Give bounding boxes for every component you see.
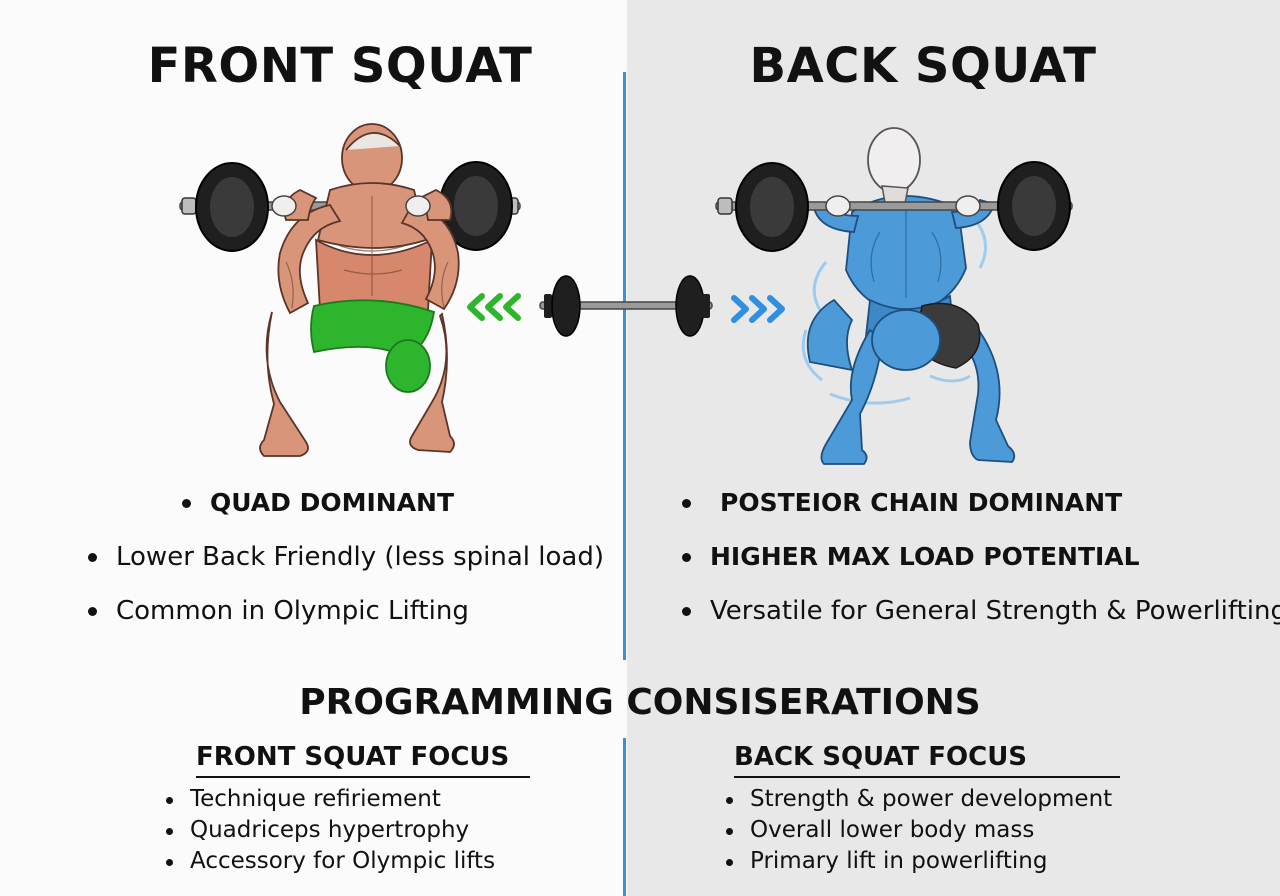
- chevron-right-blue-icon: [731, 295, 785, 323]
- back-bullet-posterior-chain: POSTEIOR CHAIN DOMINANT: [680, 488, 1122, 518]
- back-squat-title: BACK SQUAT: [749, 38, 1097, 94]
- front-focus-item: Technique refiriement: [164, 784, 495, 815]
- back-squat-figure: [715, 127, 1073, 465]
- front-headline-list: QUAD DOMINANT: [180, 488, 454, 518]
- right-panel-background: [627, 0, 1280, 896]
- front-squat-figure: [179, 123, 521, 457]
- front-bullet-list: Lower Back Friendly (less spinal load) C…: [86, 540, 604, 628]
- front-focus-title: FRONT SQUAT FOCUS: [196, 742, 530, 778]
- back-bullet-versatile: Versatile for General Strength & Powerli…: [680, 594, 1280, 628]
- back-focus-item: Strength & power development: [724, 784, 1112, 815]
- front-bullet-olympic: Common in Olympic Lifting: [86, 594, 604, 628]
- illustration-area: [179, 123, 1073, 465]
- back-focus-title: BACK SQUAT FOCUS: [734, 742, 1120, 778]
- programming-title: PROGRAMMING CONSISERATIONS: [299, 682, 981, 723]
- back-bullet-list: HIGHER MAX LOAD POTENTIAL Versatile for …: [680, 540, 1280, 628]
- front-bullet-lower-back: Lower Back Friendly (less spinal load): [86, 540, 604, 574]
- back-focus-item: Primary lift in powerlifting: [724, 846, 1112, 877]
- back-headline-list: POSTEIOR CHAIN DOMINANT: [680, 488, 1122, 518]
- back-bullet-max-load: HIGHER MAX LOAD POTENTIAL: [680, 540, 1280, 574]
- front-focus-item: Quadriceps hypertrophy: [164, 815, 495, 846]
- center-barbell-icon: [539, 275, 713, 337]
- front-bullet-quad-dominant: QUAD DOMINANT: [180, 488, 454, 518]
- front-squat-title: FRONT SQUAT: [147, 38, 533, 94]
- chevron-left-green-icon: [467, 293, 521, 321]
- back-focus-item: Overall lower body mass: [724, 815, 1112, 846]
- back-barbell-icon: [715, 161, 1073, 252]
- center-divider-top: [623, 72, 626, 660]
- front-focus-item: Accessory for Olympic lifts: [164, 846, 495, 877]
- back-focus-list: Strength & power development Overall low…: [724, 784, 1112, 877]
- center-divider-bottom: [623, 738, 626, 896]
- front-focus-list: Technique refiriement Quadriceps hypertr…: [164, 784, 495, 877]
